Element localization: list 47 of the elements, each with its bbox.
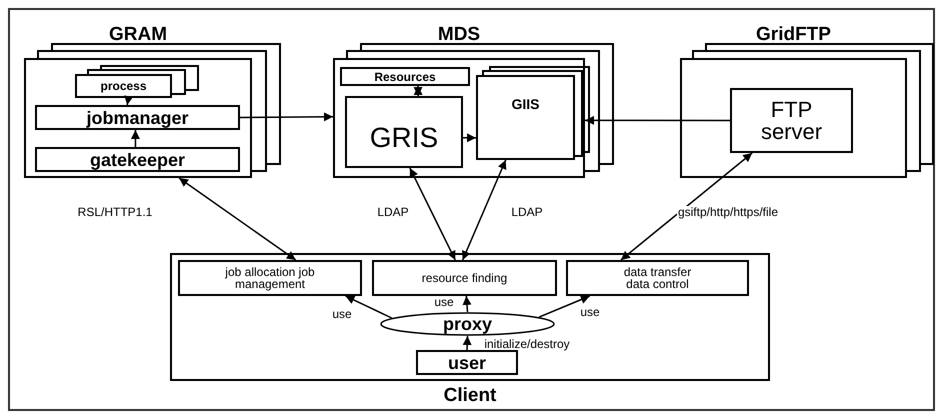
node-label: gatekeeper bbox=[90, 150, 186, 168]
node-label: resource finding bbox=[422, 272, 508, 284]
process-box bbox=[35, 105, 240, 130]
arrow bbox=[345, 295, 392, 319]
node-label: proxy bbox=[442, 315, 492, 333]
component-heading: GridFTP bbox=[755, 23, 832, 47]
node-label: GIIS bbox=[511, 97, 540, 111]
process-box bbox=[476, 75, 575, 160]
node-label: process bbox=[100, 80, 147, 92]
component-heading: GRAM bbox=[108, 23, 168, 47]
proxy-ellipse bbox=[380, 312, 555, 336]
process-box bbox=[566, 260, 749, 296]
arrow bbox=[620, 152, 753, 261]
node-label: job allocation job management bbox=[224, 266, 316, 290]
arrow bbox=[130, 130, 140, 147]
node-label: GRIS bbox=[370, 124, 438, 152]
edge-label: initialize/destroy bbox=[483, 338, 571, 350]
process-box bbox=[730, 88, 853, 153]
arrow bbox=[462, 296, 472, 312]
node-label: Resources bbox=[374, 70, 436, 82]
arrow bbox=[124, 95, 134, 106]
node-label: FTP server bbox=[760, 98, 824, 142]
edge-label: LDAP bbox=[510, 206, 544, 218]
arrow bbox=[462, 160, 506, 260]
process-box bbox=[35, 147, 240, 172]
component-heading: MDS bbox=[436, 23, 482, 47]
edge-label: gsiftp/http/https/file bbox=[676, 206, 780, 218]
process-box bbox=[75, 74, 172, 98]
node-label: data transfer data control bbox=[622, 266, 692, 290]
edge-label: LDAP bbox=[376, 206, 410, 218]
arrow bbox=[409, 168, 456, 260]
process-box bbox=[372, 260, 557, 296]
process-box bbox=[345, 96, 463, 168]
process-box bbox=[416, 350, 518, 375]
arrow bbox=[463, 133, 476, 142]
component-heading: Client bbox=[442, 384, 498, 408]
process-box bbox=[340, 67, 470, 86]
node-label: jobmanager bbox=[86, 108, 189, 126]
arrow bbox=[585, 116, 730, 125]
arrow bbox=[462, 336, 472, 350]
arrow bbox=[240, 112, 333, 122]
edge-label: RSL/HTTP1.1 bbox=[76, 206, 154, 218]
arrow bbox=[178, 177, 296, 261]
arrow bbox=[538, 295, 590, 318]
process-box bbox=[178, 260, 362, 296]
node-label: user bbox=[448, 354, 486, 372]
arrow bbox=[414, 86, 423, 96]
